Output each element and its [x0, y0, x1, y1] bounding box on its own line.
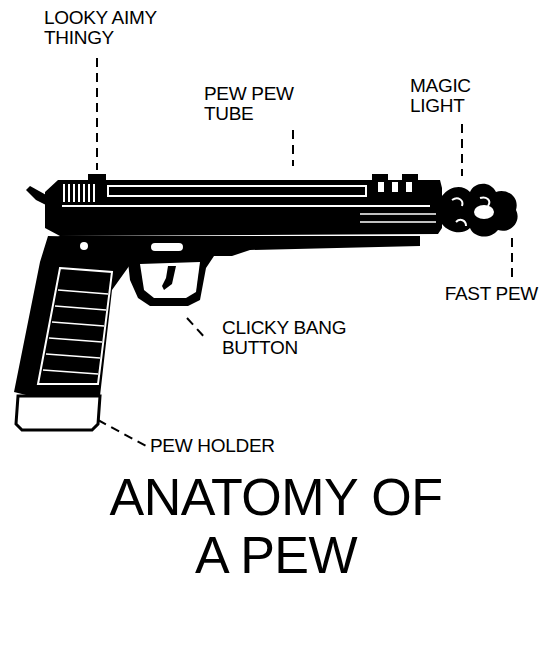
pistol: [14, 174, 518, 430]
flash-label: MAGIC LIGHT: [410, 76, 500, 116]
barrel-label: PEW PEW TUBE: [204, 84, 304, 124]
diagram-title: ANATOMY OF A PEW: [106, 468, 446, 584]
leader-lines: [97, 58, 512, 446]
bullet-label: FAST PEW: [445, 284, 538, 304]
sight-label: LOOKY AIMY THINGY: [44, 8, 179, 48]
trigger-label: CLICKY BANG BUTTON: [222, 318, 372, 358]
magazine-label: PEW HOLDER: [150, 436, 275, 456]
